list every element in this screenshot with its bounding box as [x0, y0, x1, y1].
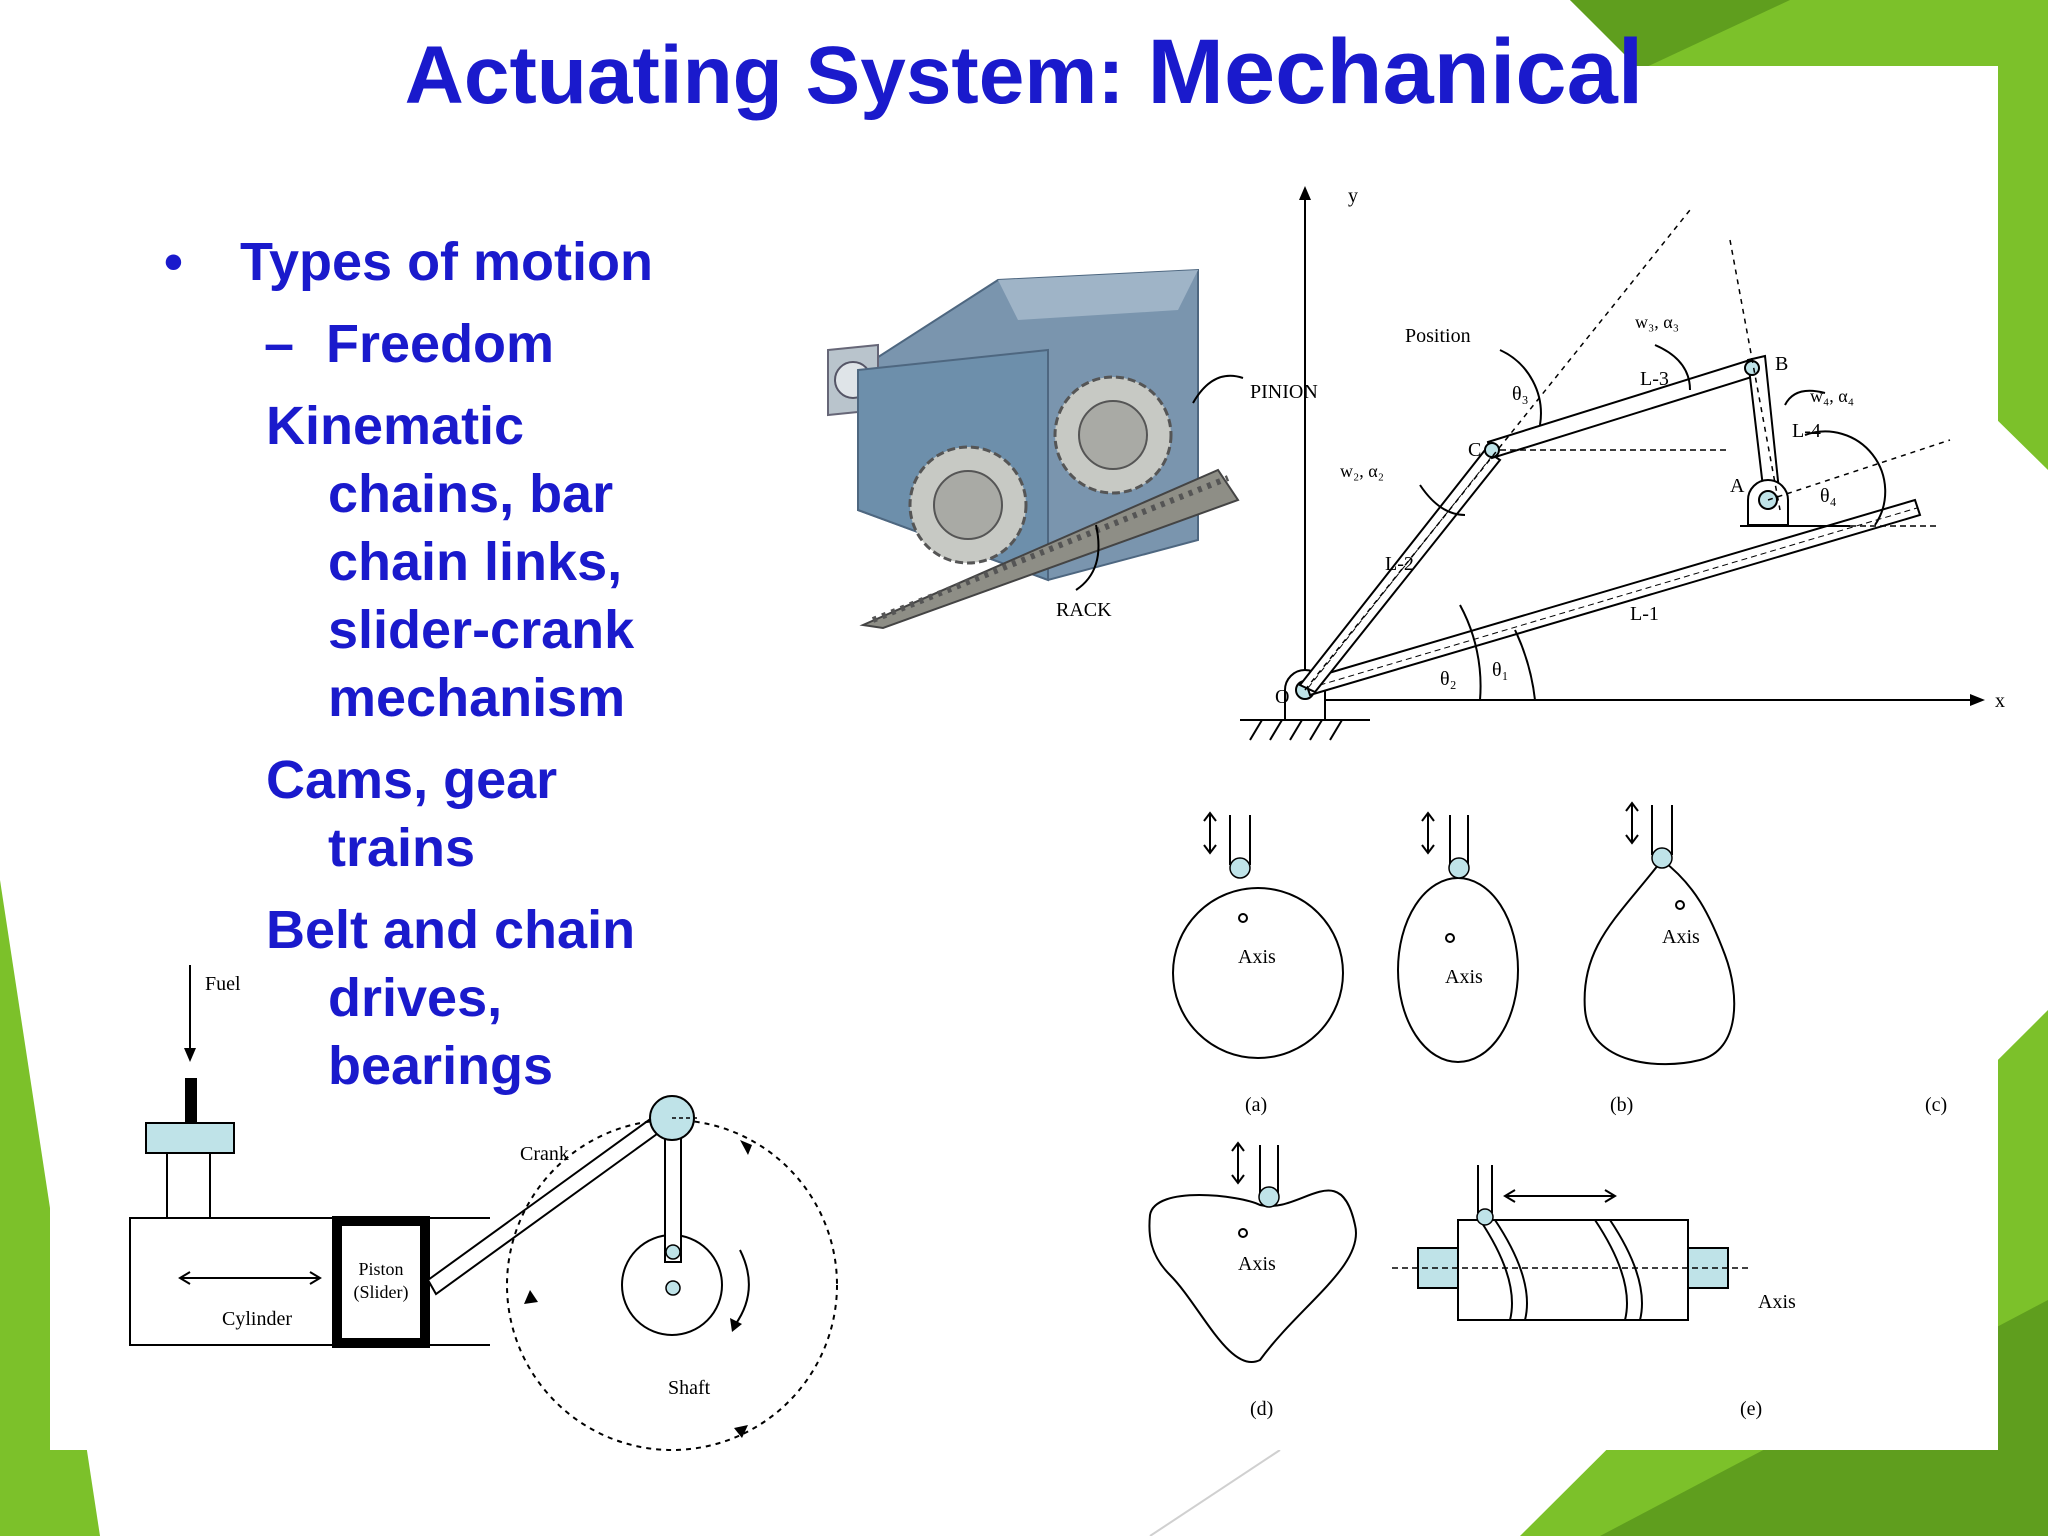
four-bar-linkage-diagram: y x Position O L-1 L-2 L-3 L-4 C B A θ₂ …: [1240, 185, 2005, 741]
cam-profiles-diagram: Axis (a) Axis (b) Axis (c) Axis (d): [1148, 801, 1947, 1420]
fuel-label: Fuel: [205, 973, 241, 995]
bullet-text: chain links,: [328, 532, 623, 592]
bullet-text: drives,: [328, 968, 503, 1028]
cam-d-axis-label: Axis: [1238, 1253, 1276, 1275]
bullet-text: chains, bar: [328, 464, 614, 524]
pinion-label: PINION: [1250, 381, 1318, 403]
bullet-text: mechanism: [328, 668, 626, 728]
cam-c: Axis (c): [1583, 801, 1947, 1116]
piston-label: Piston: [358, 1259, 403, 1279]
cam-a-axis-label: Axis: [1238, 946, 1276, 968]
piston-slider-icon: [332, 1216, 430, 1348]
cam-c-caption: (c): [1925, 1094, 1947, 1116]
cam-e-axis-label: Axis: [1758, 1291, 1796, 1313]
cam-a-caption: (a): [1245, 1094, 1267, 1116]
bullet-text: slider-crank: [328, 600, 635, 660]
y-axis-label: y: [1348, 185, 1358, 207]
bullet-text: Kinematic: [266, 396, 525, 456]
point-b-label: B: [1775, 353, 1788, 375]
bullet-belt: Belt and chain drives, bearings: [160, 896, 720, 1100]
dash-icon: –: [264, 314, 295, 374]
link-l2-label: L-2: [1385, 553, 1414, 575]
bullet-text: Cams, gear: [266, 750, 558, 810]
crank-label: Crank: [520, 1143, 569, 1165]
slide-title: Actuating System: Mechanical: [0, 20, 2048, 125]
theta4-label: θ₄: [1820, 485, 1837, 507]
point-a-label: A: [1730, 475, 1745, 497]
slider-label: (Slider): [354, 1282, 409, 1303]
theta3-label: θ₃: [1512, 383, 1529, 405]
cam-e-caption: (e): [1740, 1398, 1762, 1420]
bullet-text: Belt and chain: [266, 900, 636, 960]
shaft-center-icon: [665, 1280, 681, 1296]
bullet-dot-icon: •: [164, 232, 183, 292]
w2-label: w₂, α₂: [1340, 461, 1384, 481]
bullet-level-2: –Freedom: [160, 310, 720, 378]
bullet-kinematic: Kinematic chains, bar chain links, slide…: [160, 392, 720, 732]
link-l4-label: L-4: [1792, 420, 1821, 442]
cam-c-axis-label: Axis: [1662, 926, 1700, 948]
point-o-label: O: [1275, 686, 1289, 708]
bullet-text: trains: [328, 818, 476, 878]
title-part-2: Mechanical: [1147, 21, 1644, 123]
w4-label: w₄, α₄: [1810, 386, 1854, 406]
cam-b: Axis (b): [1397, 811, 1633, 1116]
x-axis-label: x: [1995, 690, 2005, 712]
cylinder-label: Cylinder: [222, 1308, 292, 1330]
bullet-list: • Types of motion –Freedom Kinematic chai…: [160, 228, 720, 1100]
joint-c-icon: [1484, 442, 1500, 458]
bullet-text: bearings: [328, 1036, 554, 1096]
theta1-label: θ₁: [1492, 659, 1509, 681]
cam-e: Axis (e): [1392, 1165, 1796, 1420]
cam-d: Axis (d): [1148, 1141, 1358, 1420]
rack-pinion-figure: PINION RACK: [827, 268, 1318, 630]
cam-a: Axis (a): [1172, 811, 1344, 1116]
bullet-level-1: • Types of motion: [160, 228, 720, 296]
rack-label: RACK: [1056, 599, 1112, 621]
joint-b-icon: [1744, 360, 1760, 376]
bullet-text: Freedom: [326, 314, 555, 374]
green-accent-top-right-dark: [1570, 0, 1790, 70]
link-l1-label: L-1: [1630, 603, 1659, 625]
point-c-label: C: [1468, 439, 1481, 461]
theta2-label: θ₂: [1440, 668, 1457, 690]
cam-d-caption: (d): [1250, 1398, 1273, 1420]
shaft-label: Shaft: [668, 1377, 711, 1399]
bullet-cams: Cams, gear trains: [160, 746, 720, 882]
position-label: Position: [1405, 325, 1471, 347]
link-l3-label: L-3: [1640, 368, 1669, 390]
cam-b-caption: (b): [1610, 1094, 1633, 1116]
bullet-text: Types of motion: [240, 232, 653, 292]
slider-crank-diagram: Fuel Cylinder Piston (Slider) Crank Shaf…: [129, 965, 838, 1451]
cam-b-axis-label: Axis: [1445, 966, 1483, 988]
title-part-1: Actuating System:: [404, 30, 1148, 121]
w3-label: w₃, α₃: [1635, 312, 1679, 332]
